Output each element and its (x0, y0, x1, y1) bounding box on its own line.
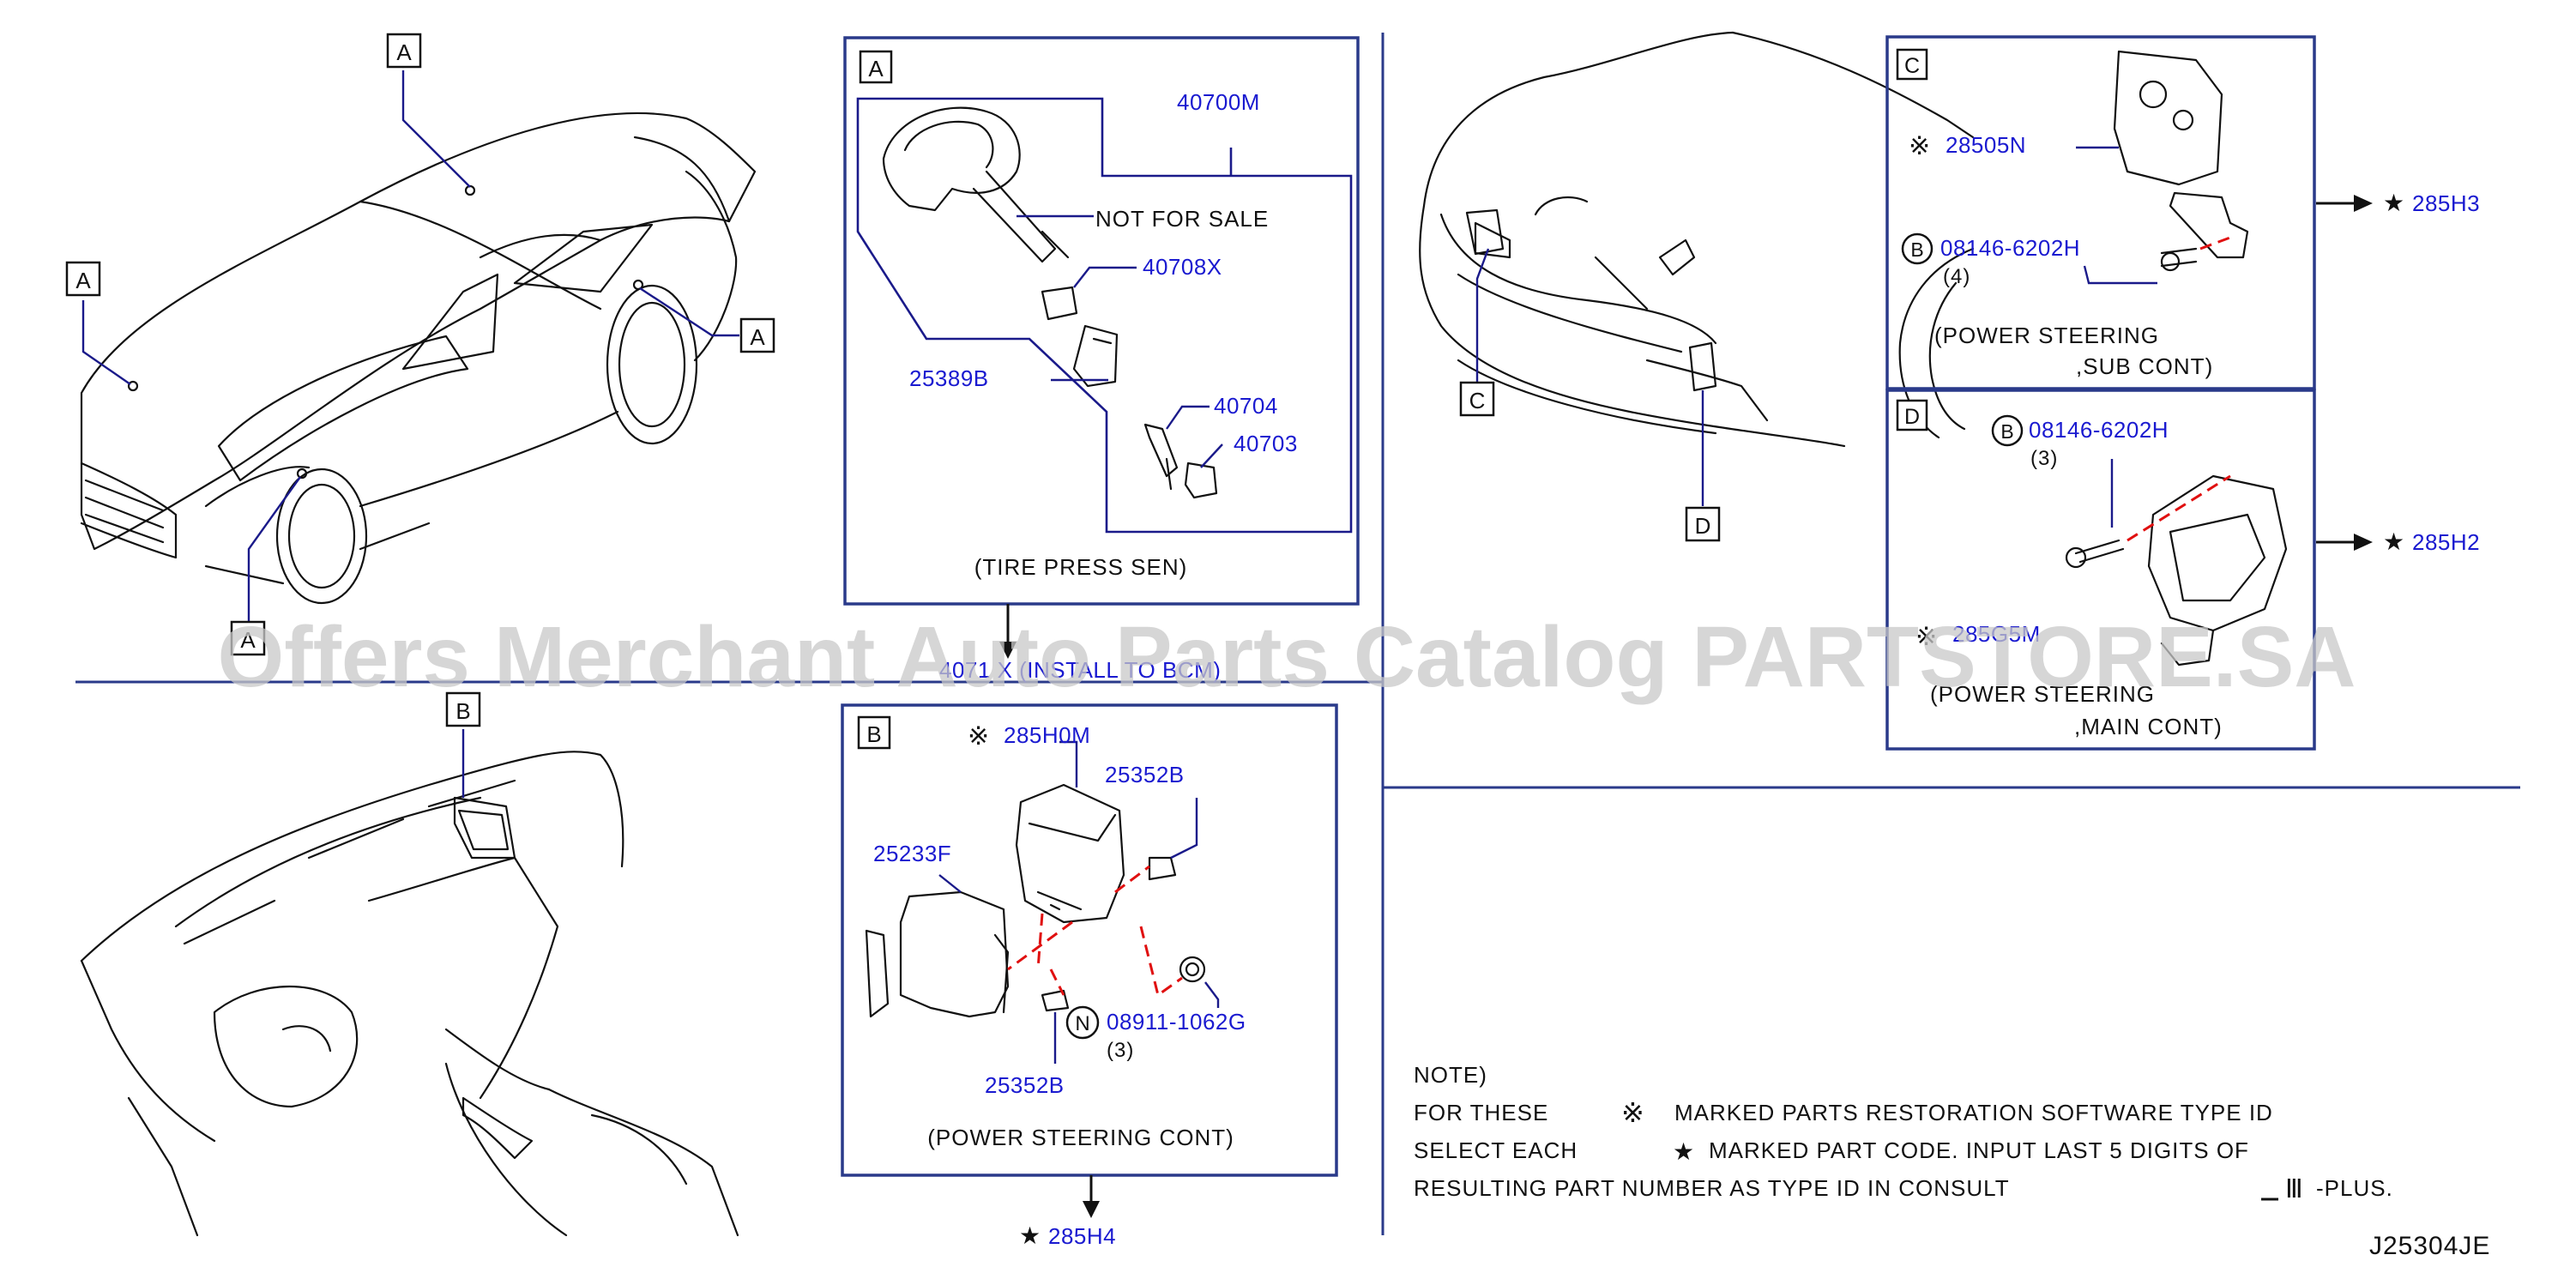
part-25233f: 25233F (873, 841, 951, 866)
panel-b-letter: B (866, 721, 881, 747)
dashboard-interior-illustration (80, 751, 739, 1237)
part-08911-1062g: 08911-1062G (1107, 1009, 1246, 1035)
callout-letter: A (240, 627, 256, 653)
svg-text:B: B (2000, 420, 2013, 443)
panel-c-caption-2: ,SUB CONT) (2076, 353, 2213, 379)
note-line-3a: RESULTING PART NUMBER AS TYPE ID IN CONS… (1414, 1175, 2010, 1201)
part-40708x: 40708X (1143, 254, 1222, 280)
panel-c-letter: C (1904, 54, 1920, 78)
ref-285h2: 285H2 (2412, 529, 2480, 555)
svg-text:B: B (1910, 238, 1923, 261)
panel-a-letter: A (868, 56, 884, 81)
note-block: NOTE) FOR THESE ※ MARKED PARTS RESTORATI… (1414, 1062, 2393, 1204)
bumper-callout-c: C (1459, 381, 1495, 417)
note-line-1b: MARKED PARTS RESTORATION SOFTWARE TYPE I… (1674, 1100, 2273, 1125)
part-08911-qty: (3) (1107, 1039, 1134, 1062)
callout-letter: A (750, 324, 765, 350)
interior-callout-b: B (445, 691, 481, 727)
note-line-3c: -PLUS. (2316, 1175, 2393, 1201)
install-to-bcm-note: 4071 X (INSTALL TO BCM) (939, 657, 1221, 683)
part-08146-qty: (3) (2030, 447, 2058, 470)
part-40703: 40703 (1234, 431, 1298, 456)
part-25352b-lower: 25352B (985, 1072, 1065, 1098)
svg-text:N: N (1075, 1012, 1089, 1035)
part-285h0m: 285H0M (1004, 722, 1090, 748)
panel-c-caption-1: (POWER STEERING (1934, 323, 2159, 348)
panel-d-ref-arrow: ★ 285H2 (2316, 528, 2480, 555)
note-line-2a: SELECT EACH (1414, 1137, 1578, 1163)
note-title: NOTE) (1414, 1062, 1487, 1088)
ref-mark: ※ (1915, 623, 1938, 651)
callout-letter: C (1469, 388, 1486, 413)
sub-cont-illustration (2113, 50, 2249, 272)
part-08146-6202h: 08146-6202H (1940, 235, 2080, 261)
main-cont-illustration (2065, 474, 2288, 667)
bumper-callout-d: D (1685, 506, 1721, 542)
part-25352b-upper: 25352B (1105, 762, 1185, 787)
panel-c-ref-arrow: ★ 285H3 (2316, 190, 2480, 216)
panel-d: D B 08146-6202H (3) ※ 285G5M (POWER STEE… (1885, 389, 2316, 751)
part-08146-qty: (4) (1943, 265, 1970, 288)
part-28505n: 28505N (1946, 132, 2026, 158)
ref-285h4: 285H4 (1048, 1223, 1116, 1249)
callout-b-circle: B (1901, 232, 1934, 265)
panel-c: C ※ 28505N B 08146-6202H (4) (POWER STEE… (1885, 35, 2316, 390)
panel-a: A 40700M NOT FOR SALE 40708X 25389B 4070… (843, 36, 1360, 606)
panel-b-ref-arrow: ★ 285H4 (1019, 1175, 1116, 1249)
callout-letter: B (455, 698, 470, 724)
panel-d-caption-1: (POWER STEERING (1930, 681, 2155, 707)
vehicle-exterior-illustration (80, 112, 757, 605)
star-mark: ★ (2383, 528, 2405, 555)
part-40704: 40704 (1214, 393, 1278, 419)
panel-b-caption: (POWER STEERING CONT) (927, 1125, 1234, 1150)
panel-a-install-arrow: 4071 X (INSTALL TO BCM) (939, 604, 1221, 683)
front-bumper-illustration (1419, 31, 1975, 448)
panel-b: B ※ 285H0M 25352B 25233F N (841, 703, 1338, 1177)
note-line-3b: Ⅲ (2285, 1175, 2304, 1204)
ref-mark: ※ (1909, 132, 1931, 160)
callout-n-circle: N (1065, 1005, 1100, 1040)
callout-letter: A (75, 268, 91, 293)
note-star-mark: ★ (1673, 1138, 1695, 1165)
bumper-callout-leaders (1475, 248, 1704, 506)
star-mark: ★ (1019, 1222, 1041, 1249)
exterior-callout-a-4: A (230, 620, 266, 656)
exterior-callout-leaders (81, 70, 739, 622)
note-ref-mark: ※ (1621, 1097, 1645, 1128)
part-not-for-sale: NOT FOR SALE (1095, 206, 1269, 232)
panel-d-caption-2: ,MAIN CONT) (2074, 714, 2223, 739)
callout-letter: D (1695, 513, 1711, 539)
panel-d-letter: D (1904, 405, 1920, 429)
watermark: Offers Merchant Auto Parts Catalog PARTS… (218, 609, 2356, 705)
part-285g5m: 285G5M (1952, 621, 2041, 647)
panel-a-caption: (TIRE PRESS SEN) (974, 554, 1188, 580)
callout-b-circle: B (1991, 414, 2024, 447)
part-25389b: 25389B (909, 365, 989, 391)
note-line-2b: MARKED PART CODE. INPUT LAST 5 DIGITS OF (1709, 1137, 2249, 1163)
part-group-bracket (856, 97, 1353, 534)
diagram-id: J25304JE (2369, 1232, 2490, 1260)
part-40700m: 40700M (1177, 89, 1260, 115)
star-mark: ★ (2383, 190, 2405, 216)
exterior-callout-a-2: A (65, 261, 101, 297)
tire-sensor-illustration (882, 106, 1218, 499)
ref-mark: ※ (968, 722, 990, 751)
part-08146-6202h: 08146-6202H (2029, 417, 2169, 443)
exterior-callout-a-1: A (386, 33, 422, 69)
ref-285h3: 285H3 (2412, 190, 2480, 216)
callout-letter: A (396, 39, 412, 65)
power-steering-cont-illustration (865, 783, 1206, 1018)
exterior-callout-a-3: A (739, 317, 775, 353)
note-line-1a: FOR THESE (1414, 1100, 1548, 1125)
